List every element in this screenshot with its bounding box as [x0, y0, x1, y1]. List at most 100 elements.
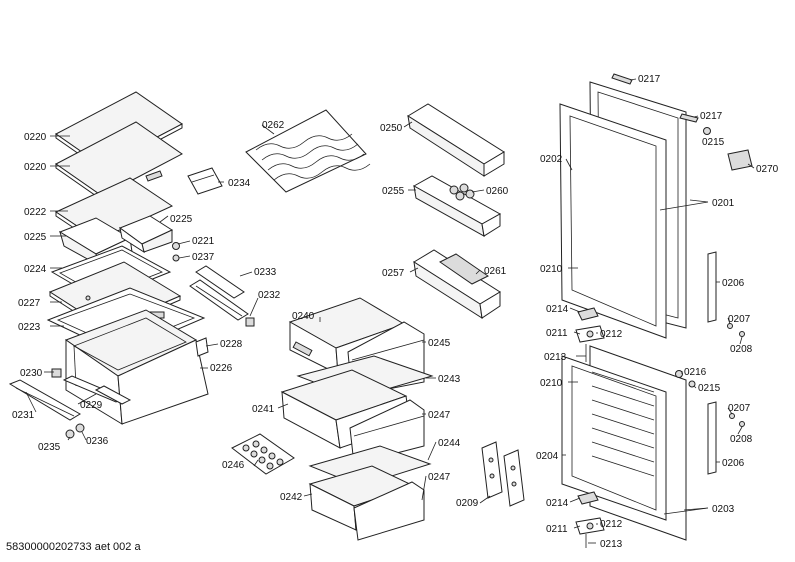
document-id: 58300000202733 aet 002 a	[6, 541, 141, 553]
label-0213-upper: 0213	[544, 352, 567, 363]
door-bin-0255	[412, 175, 502, 237]
label-0212-lower: 0212	[600, 519, 623, 530]
label-0262: 0262	[262, 120, 285, 131]
label-0236: 0236	[86, 436, 109, 447]
door-gasket-0202	[559, 103, 667, 339]
leader-lines	[25, 78, 755, 544]
label-0215-upper: 0215	[702, 137, 725, 148]
crisper-handle-0228	[195, 337, 209, 357]
clip-0230	[51, 368, 62, 378]
freezer-gasket-0204	[561, 355, 667, 521]
cap-0215-upper	[703, 127, 711, 135]
label-0250: 0250	[380, 123, 403, 134]
label-0240: 0240	[292, 311, 315, 322]
label-0220-top: 0220	[24, 132, 47, 143]
label-0233: 0233	[254, 267, 277, 278]
label-0226: 0226	[210, 363, 233, 374]
label-0212-upper: 0212	[600, 329, 623, 340]
rail-0232	[189, 279, 255, 327]
hinge-0211-lower	[575, 517, 605, 535]
clip-0237	[172, 254, 180, 262]
label-0203: 0203	[712, 504, 735, 515]
cap-0208-lower	[739, 421, 745, 427]
cold-packs-0209	[481, 441, 525, 507]
crisper-drawer-0226	[64, 309, 209, 425]
label-0223: 0223	[18, 322, 41, 333]
label-0232: 0232	[258, 290, 281, 301]
hinge-0214-upper	[577, 307, 599, 321]
cover-0270	[727, 149, 753, 171]
label-0261: 0261	[484, 266, 507, 277]
label-0209: 0209	[456, 498, 479, 509]
label-0217-top: 0217	[638, 74, 661, 85]
small-boxes-0225	[58, 215, 174, 268]
label-0243: 0243	[438, 374, 461, 385]
label-0207-lower: 0207	[728, 403, 751, 414]
label-0225-left: 0225	[24, 232, 47, 243]
label-0242: 0242	[280, 492, 303, 503]
label-0222: 0222	[24, 207, 47, 218]
label-0241: 0241	[252, 404, 275, 415]
cap-0215-lower	[688, 380, 696, 388]
label-0215-lower: 0215	[698, 383, 721, 394]
label-0208-upper: 0208	[730, 344, 753, 355]
label-0244: 0244	[438, 438, 461, 449]
label-0210-lower: 0210	[540, 378, 563, 389]
label-0235: 0235	[38, 442, 61, 453]
label-0211-upper: 0211	[546, 328, 568, 339]
rail-0233	[195, 265, 245, 299]
label-0206-lower: 0206	[722, 458, 745, 469]
screw-0235	[65, 429, 75, 439]
label-0206-upper: 0206	[722, 278, 745, 289]
handle-0206-upper	[707, 251, 717, 323]
label-0217-right: 0217	[700, 111, 723, 122]
label-0245: 0245	[428, 338, 451, 349]
screw-0236	[75, 423, 85, 433]
label-0225-right: 0225	[170, 214, 193, 225]
screw-0207-lower	[729, 413, 735, 419]
label-0229: 0229	[80, 400, 103, 411]
label-0214-upper: 0214	[546, 304, 569, 315]
label-0247-upper: 0247	[428, 410, 451, 421]
hinge-0214-lower	[577, 491, 599, 505]
rail-0229	[62, 375, 132, 405]
cap-0208-upper	[739, 331, 745, 337]
cap-0216	[675, 370, 683, 378]
handle-0206-lower	[707, 401, 717, 475]
bottle-rack-0262	[245, 109, 371, 193]
label-0255: 0255	[382, 186, 405, 197]
label-0237: 0237	[192, 252, 215, 263]
shelf-trim-0234	[145, 167, 223, 195]
label-0202: 0202	[540, 154, 563, 165]
label-0246: 0246	[222, 460, 245, 471]
ice-tray-0246	[231, 433, 295, 475]
door-hinge-cover-0217	[611, 73, 699, 123]
label-0211-lower: 0211	[546, 524, 568, 535]
door-bin-0257	[413, 249, 501, 320]
label-0207-upper: 0207	[728, 314, 751, 325]
freezer-drawer-front-0247-lower	[353, 481, 425, 541]
label-0204: 0204	[536, 451, 559, 462]
label-0247-lower: 0247	[428, 472, 451, 483]
label-0270: 0270	[756, 164, 779, 175]
label-0201: 0201	[712, 198, 735, 209]
egg-tray-0260	[449, 183, 475, 201]
label-0224: 0224	[24, 264, 47, 275]
rail-0231	[8, 379, 81, 421]
door-bin-0250	[407, 103, 505, 177]
hinge-0211-upper	[575, 325, 605, 343]
clip-0221	[172, 242, 180, 250]
label-0210-upper: 0210	[540, 264, 563, 275]
label-0214-lower: 0214	[546, 498, 569, 509]
label-0221: 0221	[192, 236, 215, 247]
label-0227: 0227	[18, 298, 41, 309]
label-0228: 0228	[220, 339, 243, 350]
label-0230: 0230	[20, 368, 43, 379]
label-0234: 0234	[228, 178, 251, 189]
insert-0261	[439, 253, 489, 285]
label-0216: 0216	[684, 367, 707, 378]
label-0257: 0257	[382, 268, 405, 279]
label-0213-lower: 0213	[600, 539, 623, 550]
glass-shelf-0220-middle	[55, 121, 183, 201]
